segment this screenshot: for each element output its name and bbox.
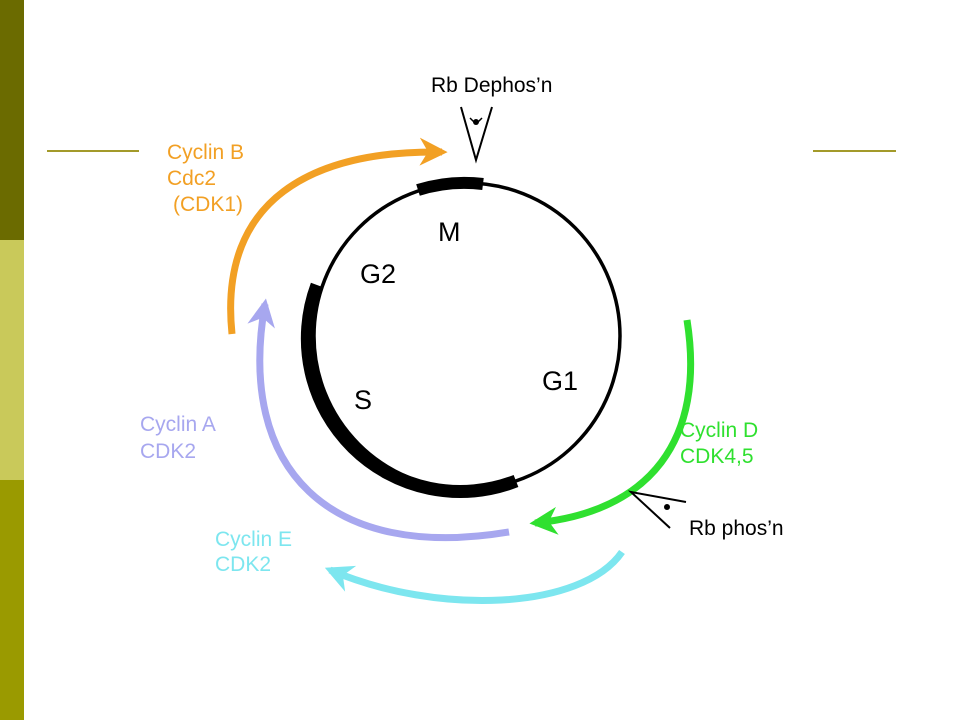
cdk1-label: (CDK1) (173, 193, 243, 216)
rb-dephos-label: Rb Dephos’n (431, 74, 552, 97)
rb-phos-label: Rb phos’n (689, 517, 784, 540)
cyclin-a-arrow (247, 298, 510, 542)
rb-phos-pointer-icon (627, 490, 687, 529)
cyclin-a-label: Cyclin A (140, 413, 216, 436)
cell-cycle-circle (312, 181, 622, 491)
cyclin-e-cdk2-label: CDK2 (215, 553, 271, 576)
title-rule-right (813, 150, 896, 152)
cyclin-b-arrow (227, 137, 448, 335)
cyclin-d-label: Cyclin D (680, 419, 758, 442)
cyclin-e-arrow (324, 549, 625, 604)
phase-label-g1: G1 (542, 366, 578, 396)
slide-sidebar-middle (0, 240, 24, 480)
cyclin-e-label: Cyclin E (215, 528, 292, 551)
cyclin-d-arrow (529, 319, 695, 535)
m-phase-band (416, 176, 484, 196)
cdc2-label: Cdc2 (167, 167, 216, 190)
rb-dephos-pointer-icon (460, 106, 493, 164)
cdk45-label: CDK4,5 (680, 445, 754, 468)
title-rule-left (47, 150, 139, 152)
slide-sidebar-bottom (0, 480, 24, 720)
phase-label-g2: G2 (360, 259, 396, 289)
slide-sidebar-top (0, 0, 24, 240)
phase-label-s: S (354, 385, 372, 415)
cyclin-a-cdk2-label: CDK2 (140, 440, 196, 463)
phase-label-m: M (438, 217, 461, 247)
s-phase-band (300, 282, 519, 498)
cyclin-b-label: Cyclin B (167, 141, 244, 164)
